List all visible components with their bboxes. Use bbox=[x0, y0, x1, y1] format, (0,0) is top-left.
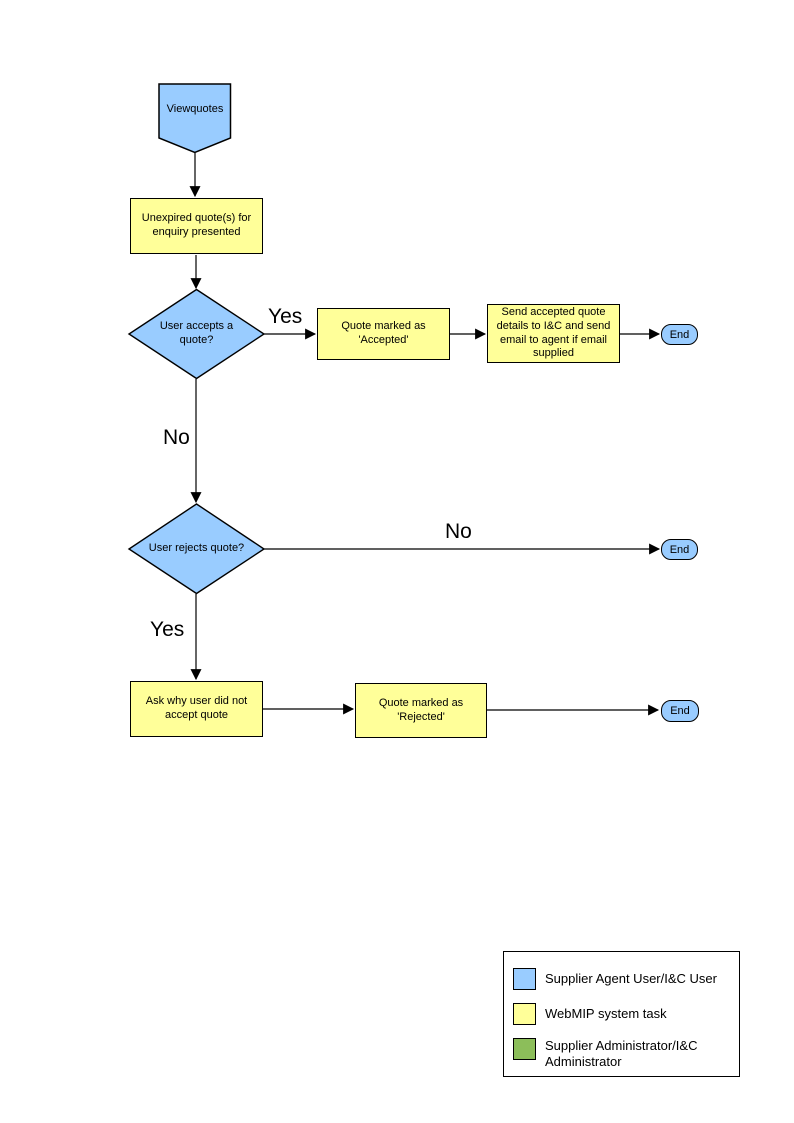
legend-box: Supplier Agent User/I&C User WebMIP syst… bbox=[503, 951, 740, 1077]
process-ask-why: Ask why user did not accept quote bbox=[130, 681, 263, 737]
branch-label-no-accept: No bbox=[163, 426, 190, 449]
legend-label: WebMIP system task bbox=[545, 1005, 667, 1021]
legend-swatch-blue bbox=[513, 968, 536, 990]
decision-reject-diamond bbox=[127, 503, 266, 595]
process-mark-rejected: Quote marked as 'Rejected' bbox=[355, 683, 487, 738]
process-mark-accepted: Quote marked as 'Accepted' bbox=[317, 308, 450, 360]
branch-label-yes-reject: Yes bbox=[150, 618, 185, 641]
process-send-details: Send accepted quote details to I&C and s… bbox=[487, 304, 620, 363]
end-terminator-3: End bbox=[661, 700, 699, 722]
end-terminator-1: End bbox=[661, 324, 698, 345]
process-present-quotes: Unexpired quote(s) for enquiry presented bbox=[130, 198, 263, 254]
branch-label-no-reject: No bbox=[445, 520, 472, 543]
legend-swatch-green bbox=[513, 1038, 536, 1060]
decision-accept-diamond bbox=[127, 288, 266, 380]
legend-label: Supplier Administrator/I&C Administrator bbox=[545, 1038, 698, 1070]
legend-item-webmip-task: WebMIP system task bbox=[513, 1003, 667, 1025]
legend-item-supplier-agent: Supplier Agent User/I&C User bbox=[513, 968, 717, 990]
start-pentagon-shape bbox=[158, 83, 232, 154]
legend-item-supplier-admin: Supplier Administrator/I&C Administrator bbox=[513, 1038, 737, 1071]
branch-label-yes-accept: Yes bbox=[268, 305, 303, 328]
end-terminator-2: End bbox=[661, 539, 698, 560]
legend-swatch-yellow bbox=[513, 1003, 536, 1025]
legend-label: Supplier Agent User/I&C User bbox=[545, 970, 717, 986]
